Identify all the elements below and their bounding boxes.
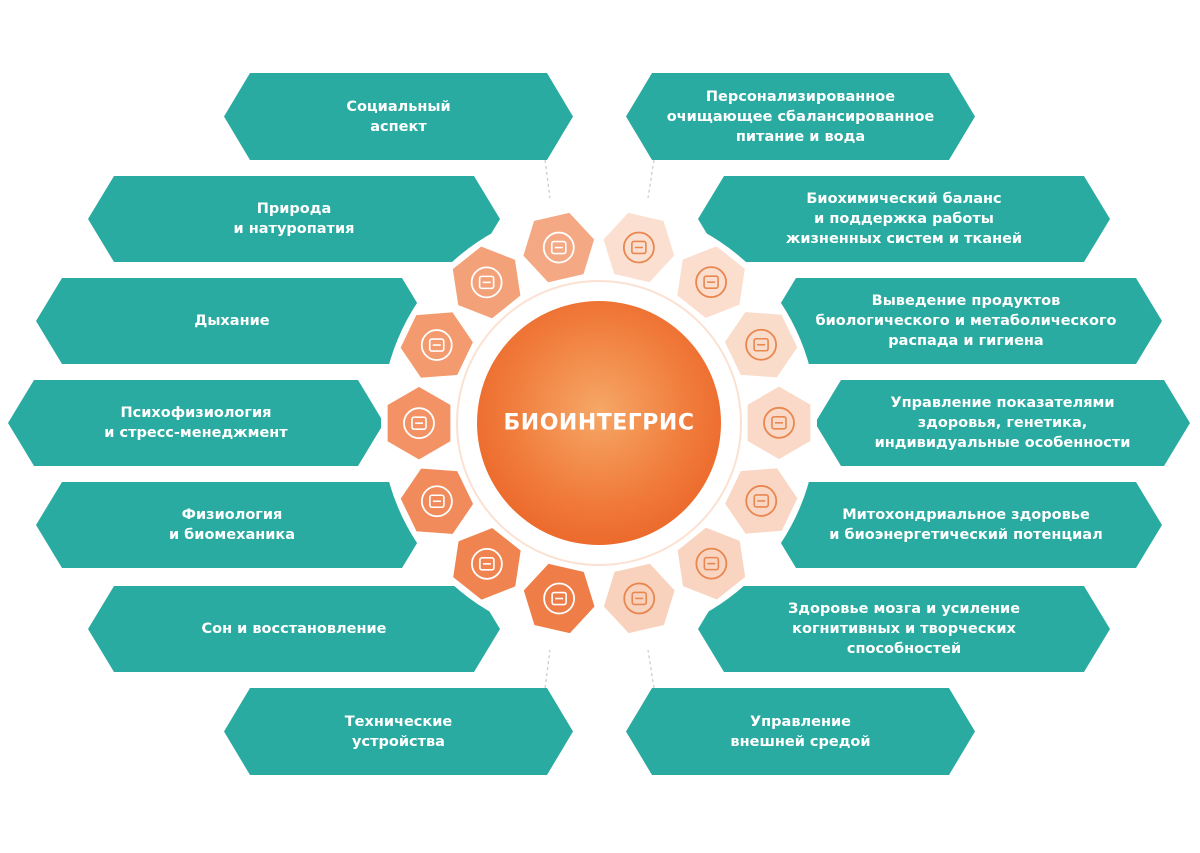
- plug-icon: [543, 582, 576, 615]
- connector-line: [544, 649, 551, 689]
- connector-line: [544, 159, 551, 199]
- label-box-4: [815, 380, 1190, 466]
- label-box-1: [626, 73, 975, 160]
- label-box-9: [88, 586, 500, 672]
- brain-book-icon: [695, 547, 728, 580]
- test-tubes-icon: [763, 406, 795, 439]
- bathtub-icon: [745, 328, 777, 361]
- connector-line: [647, 159, 655, 199]
- food-basket-icon: [622, 231, 655, 264]
- sneaker-icon: [421, 485, 453, 518]
- label-box-3: [770, 278, 1162, 364]
- segment-tiles: 1234567891011121314: [384, 209, 814, 637]
- people-icon: [542, 231, 575, 264]
- head-leaf-icon: [403, 407, 435, 440]
- hourglass-icon: [471, 547, 503, 580]
- connectors: [544, 159, 655, 689]
- label-box-14: [224, 73, 573, 160]
- battery-icon: [745, 485, 778, 517]
- connector-line: [647, 649, 655, 689]
- label-box-10: [36, 482, 428, 568]
- thermometer-icon: [623, 582, 656, 615]
- label-box-8: [224, 688, 573, 775]
- label-box-12: [36, 278, 428, 364]
- center-title: БИОИНТЕГРИС: [503, 410, 695, 436]
- fan-icon: [420, 329, 453, 361]
- label-box-5: [770, 482, 1162, 568]
- label-box-13: [88, 176, 500, 262]
- label-box-7: [626, 688, 975, 775]
- label-box-11: [8, 380, 384, 466]
- center-circle: [477, 301, 721, 545]
- label-boxes: [8, 73, 1190, 775]
- kitchen-scale-icon: [695, 266, 727, 299]
- label-box-2: [698, 176, 1110, 262]
- label-box-6: [698, 586, 1110, 672]
- globe-leaf-icon: [470, 266, 503, 299]
